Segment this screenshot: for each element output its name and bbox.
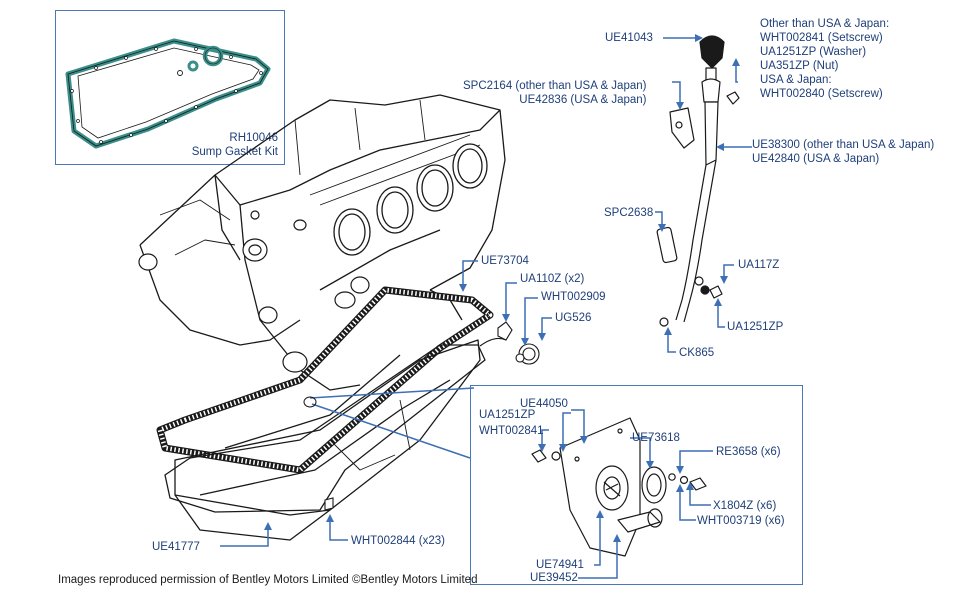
label-ck865: CK865 (679, 347, 715, 359)
label-fixings: Other than USA & Japan: WHT002841 (Setsc… (760, 17, 889, 101)
label-spc2164-line2: UE42836 (USA & Japan) (519, 94, 647, 106)
sump-gasket-kit-drawing (65, 38, 271, 149)
label-fixings-line5: USA & Japan: (760, 74, 832, 86)
label-ue41777: UE41777 (152, 541, 200, 553)
label-fixings-line2: WHT002841 (Setscrew) (760, 32, 883, 44)
label-dipstick-tube: UE38300 (other than USA & Japan) UE42840… (752, 138, 934, 166)
label-ug526: UG526 (555, 312, 592, 324)
label-fixings-line6: WHT002840 (Setscrew) (760, 88, 883, 100)
upper-sump-gasket (156, 286, 494, 474)
callout-arrows (220, 37, 752, 579)
label-spc2164-line1: SPC2164 (other than USA & Japan) (463, 80, 647, 92)
label-ua1251zp-detail: UA1251ZP (479, 409, 536, 421)
label-dipstick-tube-line1: UE38300 (other than USA & Japan) (752, 139, 935, 151)
label-ue74941: UE74941 (536, 559, 584, 571)
label-fixings-line4: UA351ZP (Nut) (760, 60, 839, 72)
engine-block (139, 94, 506, 391)
kit-caption: RH10046 Sump Gasket Kit (192, 131, 278, 159)
kit-part-name: Sump Gasket Kit (191, 146, 278, 158)
detail-leader-lines (309, 387, 475, 459)
sump-pan (174, 339, 481, 541)
callout-arrowheads (264, 34, 740, 542)
label-wht002909: WHT002909 (541, 291, 606, 303)
small-washer (177, 70, 183, 76)
dipstick-handle (699, 35, 725, 69)
sump-flange (164, 344, 486, 513)
label-fixings-line3: UA1251ZP (Washer) (760, 46, 867, 58)
strainer-ue39452 (617, 511, 661, 533)
copyright-credit: Images reproduced permission of Bentley … (58, 574, 478, 586)
label-ue44050: UE44050 (520, 398, 568, 410)
dipstick-bracket (669, 107, 695, 149)
label-x1804z: X1804Z (x6) (713, 500, 777, 512)
bolt-ua110z (497, 321, 513, 341)
label-spc2164: SPC2164 (other than USA & Japan) UE42836… (463, 79, 646, 107)
bolt-ua1251zp (709, 285, 723, 299)
washer-ua117z (694, 276, 704, 286)
label-ue41043: UE41043 (605, 32, 653, 44)
pickup-flange-ue74941 (595, 465, 629, 511)
o-ring-ck865 (659, 317, 669, 327)
label-wht002841-detail: WHT002841 (479, 425, 544, 437)
dipstick-assembly (656, 35, 740, 327)
label-ua1251zp-dipstick: UA1251ZP (727, 321, 784, 333)
label-ua110z: UA110Z (x2) (520, 273, 585, 285)
washer-ring (187, 60, 199, 72)
setscrew-wht002844 (324, 497, 334, 511)
detail-drawing (531, 417, 707, 557)
cylinder-bores (333, 143, 488, 256)
setscrew-wht003719 (689, 477, 707, 491)
label-ue73704: UE73704 (481, 255, 529, 267)
label-wht003719: WHT003719 (x6) (697, 515, 785, 527)
setscrew-wht002841 (531, 449, 547, 463)
label-fixings-line1: Other than USA & Japan: (760, 18, 890, 30)
washer-ua1251zp (551, 451, 561, 461)
label-ua117z: UA117Z (738, 259, 780, 271)
sump-gasket-kit-panel: RH10046 Sump Gasket Kit (55, 10, 285, 165)
pickup-detail-inset (470, 385, 803, 585)
label-ue39452: UE39452 (530, 572, 578, 584)
kit-part-number: RH10046 (229, 132, 278, 144)
dipstick-tube-upper (704, 101, 719, 166)
label-re3658: RE3658 (x6) (716, 446, 781, 458)
label-ue73618: UE73618 (632, 432, 680, 444)
nut-re3658 (668, 473, 676, 481)
label-spc2638: SPC2638 (604, 207, 654, 219)
gasket-ue73618 (641, 466, 667, 504)
label-dipstick-tube-line2: UE42840 (USA & Japan) (752, 153, 880, 165)
drain-plug-parts (324, 321, 540, 511)
label-wht002844: WHT002844 (x23) (351, 535, 445, 547)
dipstick-sleeve (656, 226, 678, 264)
washer-x1804z (679, 475, 689, 485)
